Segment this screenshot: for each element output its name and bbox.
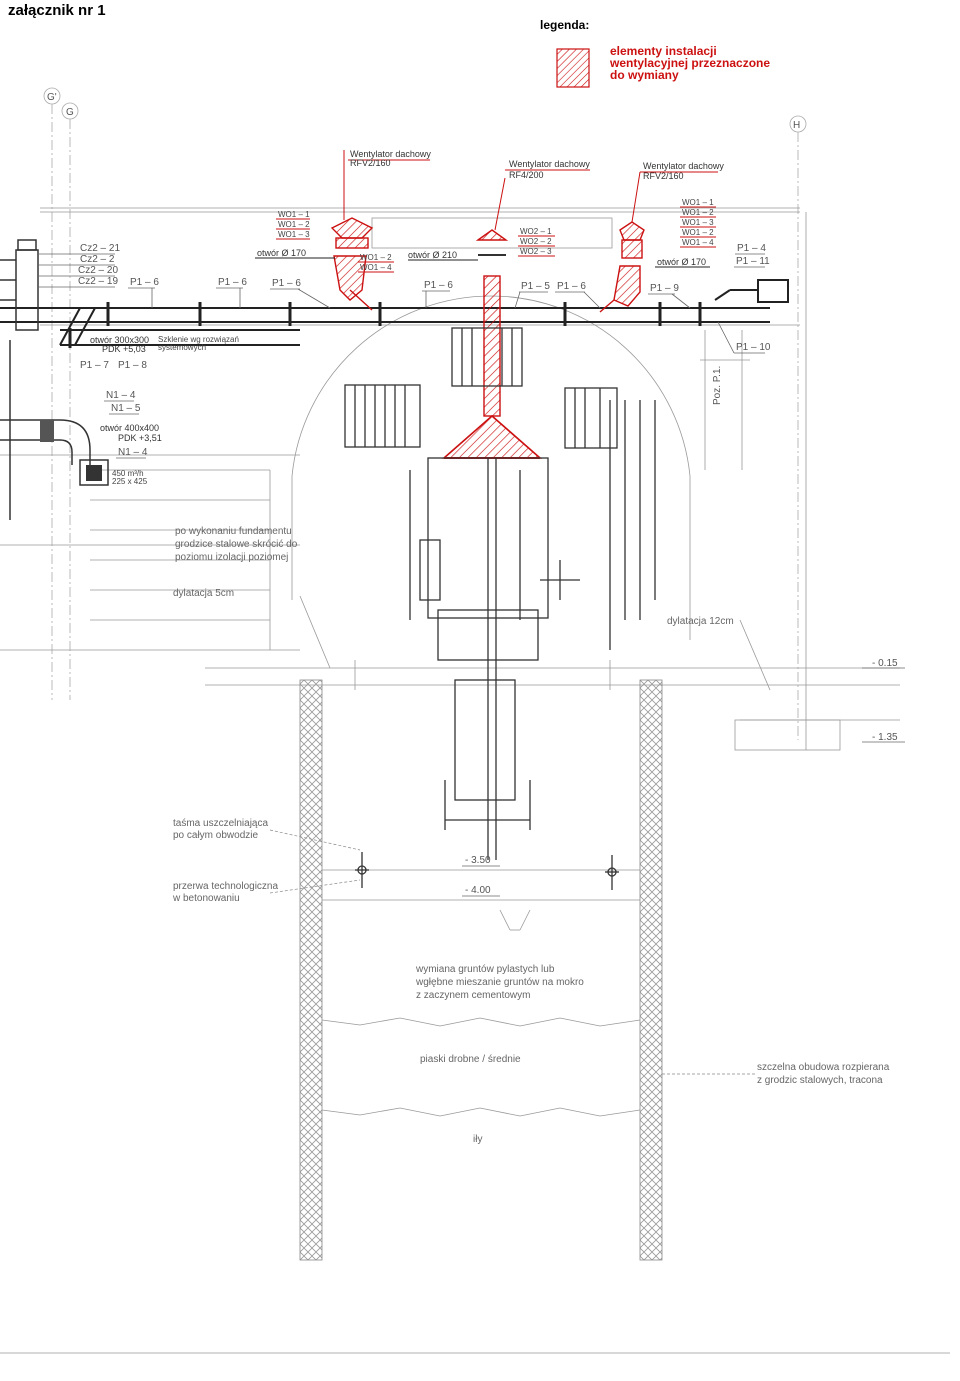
legend-swatch <box>556 48 590 88</box>
glazing-note-2: systemowych <box>158 343 206 352</box>
position-label: Poz. P.1. <box>712 366 723 405</box>
duct-joints <box>68 302 702 348</box>
pit-layers <box>0 869 950 1354</box>
duct-damper <box>40 420 54 442</box>
note-tasma-2: po całym obwodzie <box>173 830 258 841</box>
tag-p1-right-3: P1 – 10 <box>736 342 771 353</box>
level-350: - 3.50 <box>465 855 491 866</box>
page-title: załącznik nr 1 <box>8 2 106 19</box>
note-wymiana-3: z zaczynem cementowym <box>416 990 530 1001</box>
note-dylatacja-5: dylatacja 5cm <box>173 588 234 599</box>
wo-tag-leaders <box>276 206 716 273</box>
level-400: - 4.00 <box>465 885 491 896</box>
tag-cz-4: Cz2 – 19 <box>78 276 118 287</box>
note-obudowa-1: szczelna obudowa rozpierana <box>757 1062 890 1073</box>
legend-line: elementy instalacji <box>610 44 717 58</box>
fan-left <box>330 150 374 311</box>
note-piaski: piaski drobne / średnie <box>420 1054 521 1065</box>
tag-cz-1: Cz2 – 21 <box>80 243 120 254</box>
tag-p1-1: P1 – 6 <box>130 277 159 288</box>
axis-label-g: G <box>66 107 74 118</box>
opening-170-left: otwór Ø 170 <box>257 248 306 258</box>
fan-right-model: RFV2/160 <box>643 171 684 181</box>
level-135: - 1.35 <box>872 732 898 743</box>
note-wymiana-2: wgłębne mieszanie gruntów na mokro <box>415 977 584 988</box>
note-fundament-1: po wykonaniu fundamentu <box>175 526 292 537</box>
tag-wo1-left-2: WO1 – 2 <box>278 220 310 229</box>
note-tasma-1: taśma uszczelniająca <box>173 818 268 829</box>
fan-left-model: RFV2/160 <box>350 158 391 168</box>
legend-line: wentylacyjnej przeznaczone <box>610 56 771 70</box>
building-outline <box>0 207 900 751</box>
note-fundament-3: poziomu izolacji poziomej <box>175 552 288 563</box>
tag-wo1-right-3: WO1 – 3 <box>682 218 714 227</box>
tag-p1-7: P1 – 9 <box>650 283 679 294</box>
axis-label-g-prime: G' <box>47 92 57 103</box>
tag-p1-4: P1 – 6 <box>424 280 453 291</box>
note-fundament-2: grodzice stalowe skrócić do <box>175 539 298 550</box>
tag-cz-3: Cz2 – 20 <box>78 265 118 276</box>
main-duct <box>0 279 789 346</box>
tag-p1-2: P1 – 6 <box>218 277 247 288</box>
fan-center <box>441 177 543 459</box>
central-equipment <box>344 327 656 860</box>
note-wymiana-1: wymiana gruntów pylastych lub <box>415 964 555 975</box>
fan-center-model: RF4/200 <box>509 170 544 180</box>
opening-210: otwór Ø 210 <box>408 250 457 260</box>
pdk-503: PDK +5,03 <box>102 344 146 354</box>
note-przerwa-1: przerwa technologiczna <box>173 881 278 892</box>
tag-p1-right-1: P1 – 4 <box>737 243 766 254</box>
tag-p1-6: P1 – 6 <box>557 281 586 292</box>
fan-left-title: Wentylator dachowy <box>350 149 431 159</box>
note-przerwa-2: w betonowaniu <box>172 893 240 904</box>
tag-n1-2: N1 – 5 <box>111 403 141 414</box>
legend-description: elementy instalacji wentylacyjnej przezn… <box>610 45 770 81</box>
tag-wo2-3: WO2 – 3 <box>520 247 552 256</box>
tag-wo1-right-1: WO1 – 1 <box>682 198 714 207</box>
fan-right-title: Wentylator dachowy <box>643 161 724 171</box>
tag-cz-2: Cz2 – 2 <box>80 254 115 265</box>
tag-wo2-1: WO2 – 1 <box>520 227 552 236</box>
legend-label: legenda: <box>540 18 590 32</box>
note-ily: iły <box>473 1134 482 1145</box>
tag-p1-left-1: P1 – 7 <box>80 360 109 371</box>
fan-center-title: Wentylator dachowy <box>509 159 590 169</box>
legend-line: do wymiany <box>610 68 679 82</box>
pdk-351: PDK +3,51 <box>118 433 162 443</box>
tag-wo2-2: WO2 – 2 <box>520 237 552 246</box>
valve-symbols <box>355 852 619 890</box>
fan-title-underlines <box>348 159 718 173</box>
grid-axes <box>43 87 807 740</box>
grille-size: 225 x 425 <box>112 477 148 486</box>
tag-wo1-right-2: WO1 – 2 <box>682 208 714 217</box>
grille-block <box>86 465 102 481</box>
tag-wo1-right-5: WO1 – 4 <box>682 238 714 247</box>
tag-n1-1: N1 – 4 <box>106 390 136 401</box>
opening-300: otwór 300x300 <box>90 335 149 345</box>
tag-p1-3: P1 – 6 <box>272 278 301 289</box>
glazing-note-1: Szklenie wg rozwiązań <box>158 335 239 344</box>
tag-wo1-mid-2: WO1 – 4 <box>360 263 392 272</box>
tag-wo1-mid-1: WO1 – 2 <box>360 253 392 262</box>
note-obudowa-2: z grodzic stalowych, tracona <box>757 1075 883 1086</box>
tag-n1-3: N1 – 4 <box>118 447 148 458</box>
opening-400: otwór 400x400 <box>100 423 159 433</box>
fan-right <box>599 171 645 313</box>
tag-wo1-left-1: WO1 – 1 <box>278 210 310 219</box>
sheet-pile-walls <box>299 679 663 1261</box>
tag-p1-left-2: P1 – 8 <box>118 360 147 371</box>
tag-p1-right-2: P1 – 11 <box>736 256 770 267</box>
tag-wo1-right-4: WO1 – 2 <box>682 228 714 237</box>
tag-wo1-left-3: WO1 – 3 <box>278 230 310 239</box>
note-dylatacja-12: dylatacja 12cm <box>667 616 734 627</box>
tag-p1-5: P1 – 5 <box>521 281 550 292</box>
level-015: - 0.15 <box>872 658 898 669</box>
axis-label-h: H <box>793 120 800 131</box>
opening-170-right: otwór Ø 170 <box>657 257 706 267</box>
airflow-value: 450 m³/h <box>112 469 144 478</box>
